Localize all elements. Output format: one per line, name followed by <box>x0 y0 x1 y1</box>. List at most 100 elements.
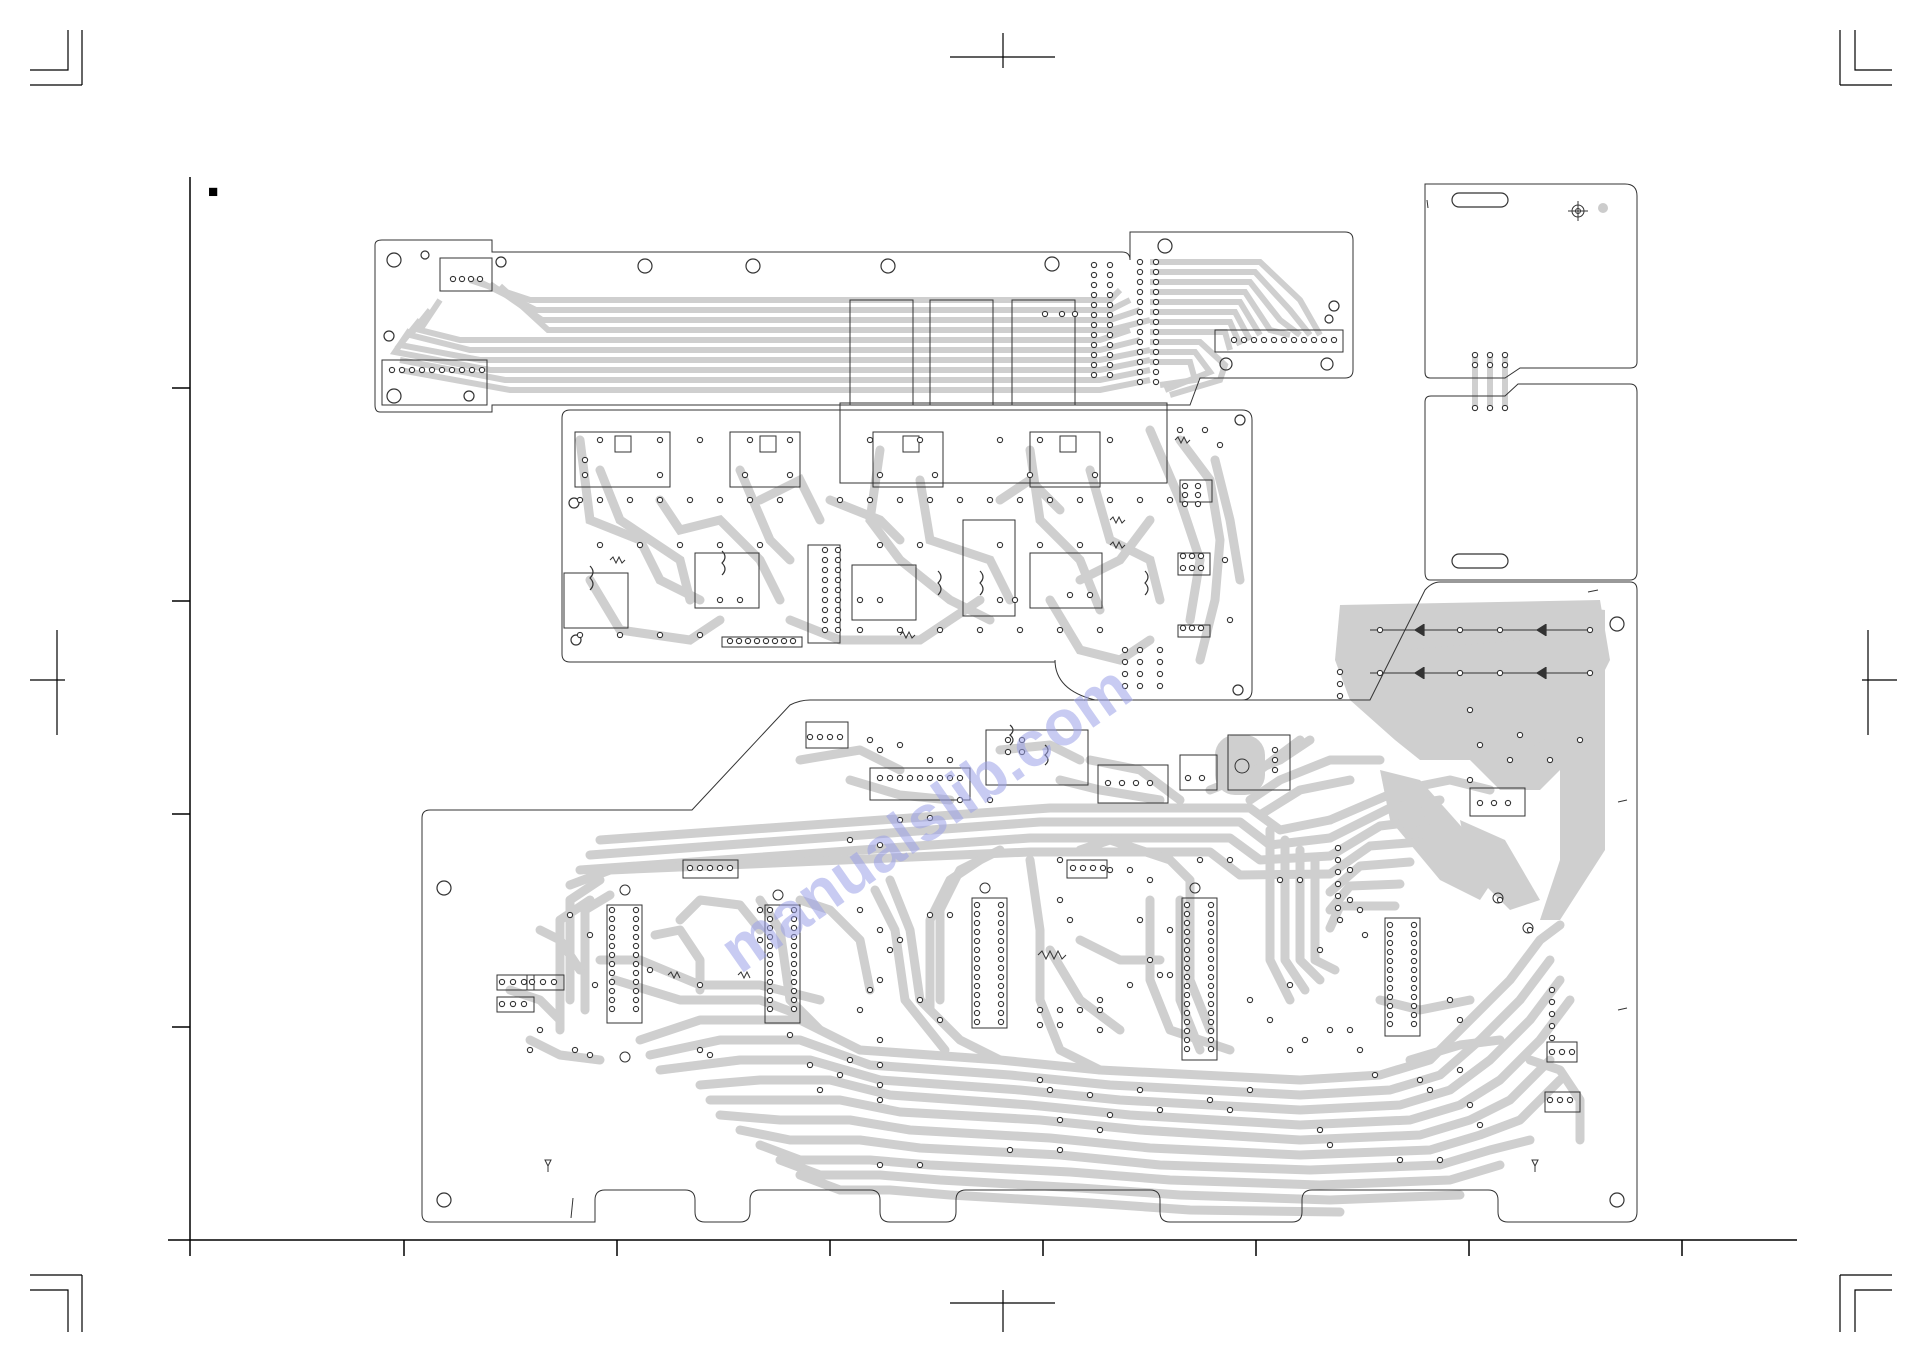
solder-pad <box>1137 279 1142 284</box>
solder-pad <box>1107 352 1112 357</box>
solder-pad <box>1199 775 1204 780</box>
solder-pad <box>1122 671 1127 676</box>
solder-pad <box>997 437 1002 442</box>
solder-pad <box>1208 920 1213 925</box>
solder-pad <box>1208 992 1213 997</box>
solder-pad <box>767 997 772 1002</box>
solder-pad <box>537 1027 542 1032</box>
solder-pad <box>1057 1007 1062 1012</box>
solder-pad <box>997 542 1002 547</box>
solder-pad <box>567 912 572 917</box>
solder-pad <box>1291 337 1296 342</box>
solder-pad <box>1107 332 1112 337</box>
solder-pad <box>1549 1023 1554 1028</box>
solder-pad <box>1487 352 1492 357</box>
solder-pad <box>1042 311 1047 316</box>
solder-pad <box>807 734 812 739</box>
solder-pad <box>521 1001 526 1006</box>
solder-pad <box>657 632 662 637</box>
solder-pad <box>1271 337 1276 342</box>
solder-pad <box>459 367 464 372</box>
solder-pad <box>927 497 932 502</box>
solder-pad <box>777 497 782 502</box>
solder-pad <box>1337 693 1342 698</box>
solder-pad <box>697 1047 702 1052</box>
solder-pad <box>1467 777 1472 782</box>
solder-pad <box>827 734 832 739</box>
solder-pad <box>887 947 892 952</box>
solder-pad <box>822 567 827 572</box>
solder-pad <box>1184 974 1189 979</box>
solder-pad <box>974 1001 979 1006</box>
solder-pad <box>790 638 795 643</box>
solder-pad <box>1502 362 1507 367</box>
solder-pad <box>1107 1112 1112 1117</box>
solder-pad <box>1107 322 1112 327</box>
solder-pad <box>1208 938 1213 943</box>
solder-pad <box>1502 352 1507 357</box>
solder-pad <box>609 925 614 930</box>
solder-pad <box>1411 958 1416 963</box>
solder-pad <box>1557 1097 1562 1102</box>
solder-pad <box>1337 669 1342 674</box>
solder-pad <box>917 437 922 442</box>
solder-pad <box>1208 911 1213 916</box>
solder-pad <box>1147 957 1152 962</box>
solder-pad <box>1231 337 1236 342</box>
solder-pad <box>1091 262 1096 267</box>
solder-pad <box>822 577 827 582</box>
solder-pad <box>1227 857 1232 862</box>
solder-pad <box>633 943 638 948</box>
solder-pad <box>1077 542 1082 547</box>
solder-pad <box>633 916 638 921</box>
solder-pad <box>791 1006 796 1011</box>
solder-pad <box>577 497 582 502</box>
solder-pad <box>1189 625 1194 630</box>
solder-pad <box>1547 1097 1552 1102</box>
solder-pad <box>1347 1027 1352 1032</box>
solder-pad <box>917 542 922 547</box>
solder-pad <box>1387 949 1392 954</box>
solder-pad <box>419 367 424 372</box>
solder-pad <box>1092 472 1097 477</box>
solder-pad <box>1417 1077 1422 1082</box>
solder-pad <box>1137 1087 1142 1092</box>
solder-pad <box>1122 659 1127 664</box>
solder-pad <box>1457 1017 1462 1022</box>
solder-pad <box>1497 897 1502 902</box>
header-marker: ■ <box>208 182 218 201</box>
solder-pad <box>742 472 747 477</box>
solder-pad <box>1107 372 1112 377</box>
solder-pad <box>1277 877 1282 882</box>
solder-pad <box>1261 337 1266 342</box>
solder-pad <box>1184 929 1189 934</box>
solder-pad <box>1287 982 1292 987</box>
solder-pad <box>1208 902 1213 907</box>
solder-pad <box>1057 627 1062 632</box>
solder-pad <box>787 437 792 442</box>
solder-pad <box>1547 757 1552 762</box>
solder-pad <box>835 607 840 612</box>
solder-pad <box>1377 627 1382 632</box>
solder-pad <box>1387 1003 1392 1008</box>
solder-pad <box>1491 800 1496 805</box>
solder-pad <box>627 497 632 502</box>
solder-pad <box>717 542 722 547</box>
solder-pad <box>1411 1003 1416 1008</box>
solder-pad <box>998 1001 1003 1006</box>
solder-pad <box>1133 780 1138 785</box>
solder-pad <box>1247 997 1252 1002</box>
solder-pad <box>927 757 932 762</box>
solder-pad <box>1091 362 1096 367</box>
solder-pad <box>633 970 638 975</box>
solder-pad <box>747 437 752 442</box>
solder-pad <box>1097 1007 1102 1012</box>
solder-pad <box>1157 671 1162 676</box>
solder-pad <box>1281 337 1286 342</box>
solder-pad <box>1137 359 1142 364</box>
solder-pad <box>1077 497 1082 502</box>
solder-pad <box>1057 1117 1062 1122</box>
solder-pad <box>822 547 827 552</box>
solder-pad <box>1411 949 1416 954</box>
solder-pad <box>835 557 840 562</box>
